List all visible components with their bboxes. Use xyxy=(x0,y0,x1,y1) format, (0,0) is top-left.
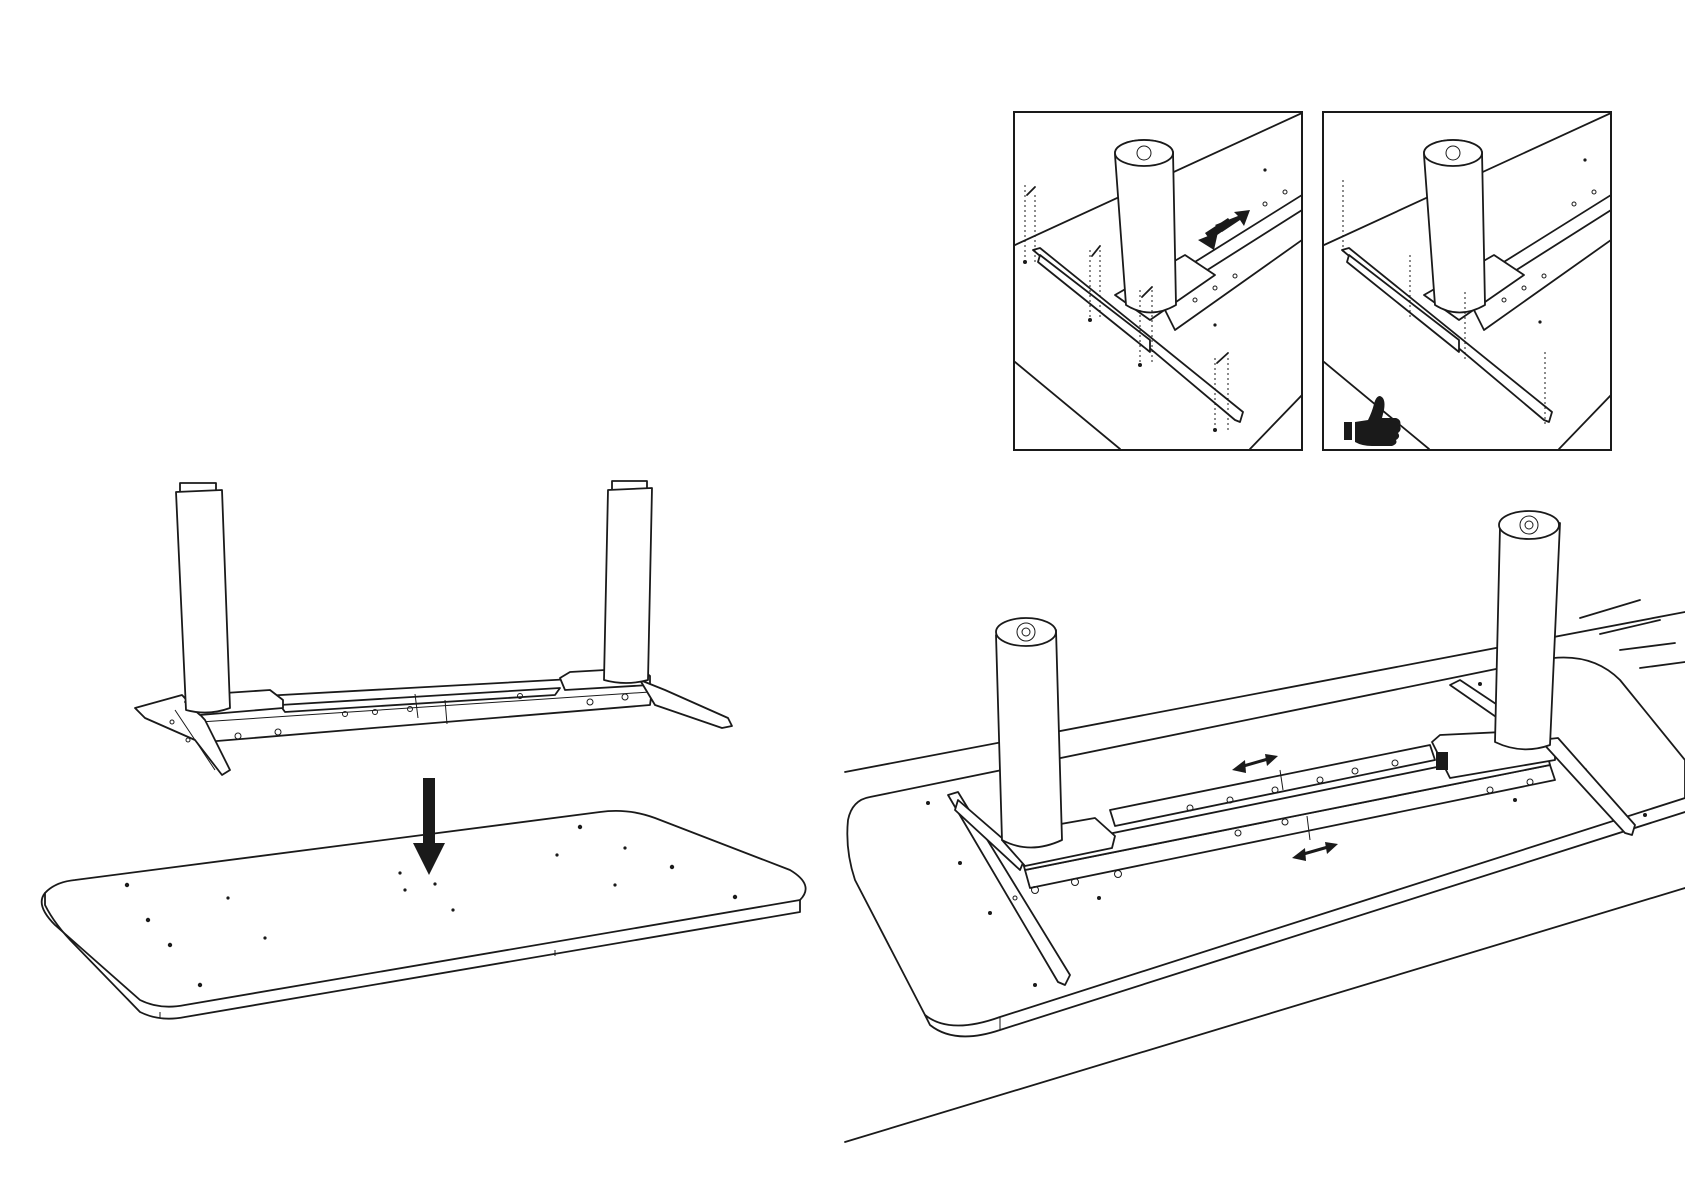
left-step-panel xyxy=(42,481,806,1019)
detail-panel-ok xyxy=(1323,112,1611,450)
desk-frame-left xyxy=(135,481,732,775)
right-step-panel xyxy=(845,511,1685,1142)
detail-panel-slide xyxy=(1014,112,1302,450)
